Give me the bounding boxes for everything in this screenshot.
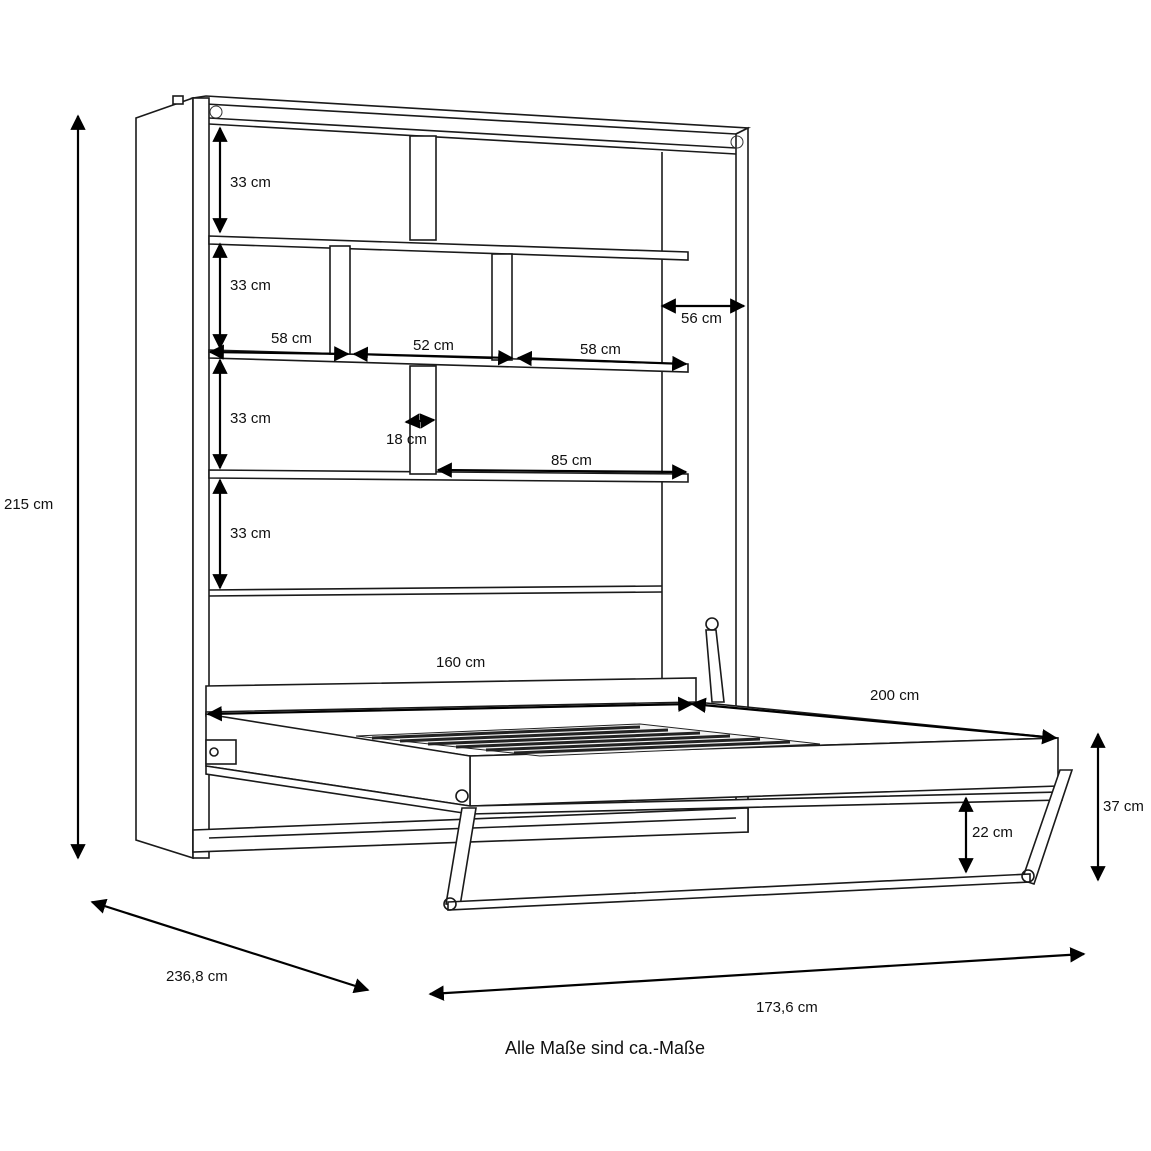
dim-bed-width bbox=[206, 696, 694, 722]
dimension-lines bbox=[70, 114, 1106, 1001]
divider-mid-left bbox=[329, 245, 351, 355]
label-lower-shelf: 85 cm bbox=[551, 452, 592, 469]
folding-bed bbox=[205, 617, 1074, 911]
divider-mid-right bbox=[491, 253, 513, 361]
label-shelf-right: 58 cm bbox=[580, 341, 621, 358]
label-compartment-3: 33 cm bbox=[230, 410, 271, 427]
divider-top bbox=[409, 135, 437, 241]
label-bed-length: 200 cm bbox=[870, 687, 919, 704]
cabinet-side-panel bbox=[135, 96, 194, 860]
label-compartment-1: 33 cm bbox=[230, 174, 271, 191]
gas-spring-piston bbox=[705, 629, 725, 703]
label-shelf-left: 58 cm bbox=[271, 330, 312, 347]
label-compartment-4: 33 cm bbox=[230, 525, 271, 542]
dim-shelf-right bbox=[516, 350, 688, 372]
label-shelf-middle: 52 cm bbox=[413, 337, 454, 354]
dim-depth-diagonal bbox=[90, 898, 370, 994]
label-front-width: 173,6 cm bbox=[756, 999, 818, 1016]
label-side-depth: 56 cm bbox=[681, 310, 722, 327]
dim-divider-width bbox=[404, 413, 436, 429]
label-bed-width: 160 cm bbox=[436, 654, 485, 671]
dim-lower-shelf bbox=[436, 462, 688, 480]
label-clearance: 22 cm bbox=[972, 824, 1013, 841]
label-compartment-2: 33 cm bbox=[230, 277, 271, 294]
bed-floor-bar bbox=[447, 873, 1031, 911]
label-depth-diagonal: 236,8 cm bbox=[166, 968, 228, 985]
label-divider-width: 18 cm bbox=[386, 431, 427, 448]
dim-bed-length bbox=[690, 697, 1058, 745]
label-overall-height: 215 cm bbox=[4, 496, 53, 513]
dim-shelf-left bbox=[208, 344, 350, 362]
shelf-1 bbox=[208, 235, 689, 261]
bed-leg-right bbox=[1020, 769, 1074, 886]
dim-front-width bbox=[428, 947, 1086, 1001]
dimension-labels: 215 cm 236,8 cm 173,6 cm 33 cm 33 cm 33 … bbox=[4, 174, 1144, 1058]
dim-shelf-middle bbox=[352, 346, 514, 366]
label-bed-height: 37 cm bbox=[1103, 798, 1144, 815]
footnote: Alle Maße sind ca.-Maße bbox=[505, 1038, 705, 1058]
